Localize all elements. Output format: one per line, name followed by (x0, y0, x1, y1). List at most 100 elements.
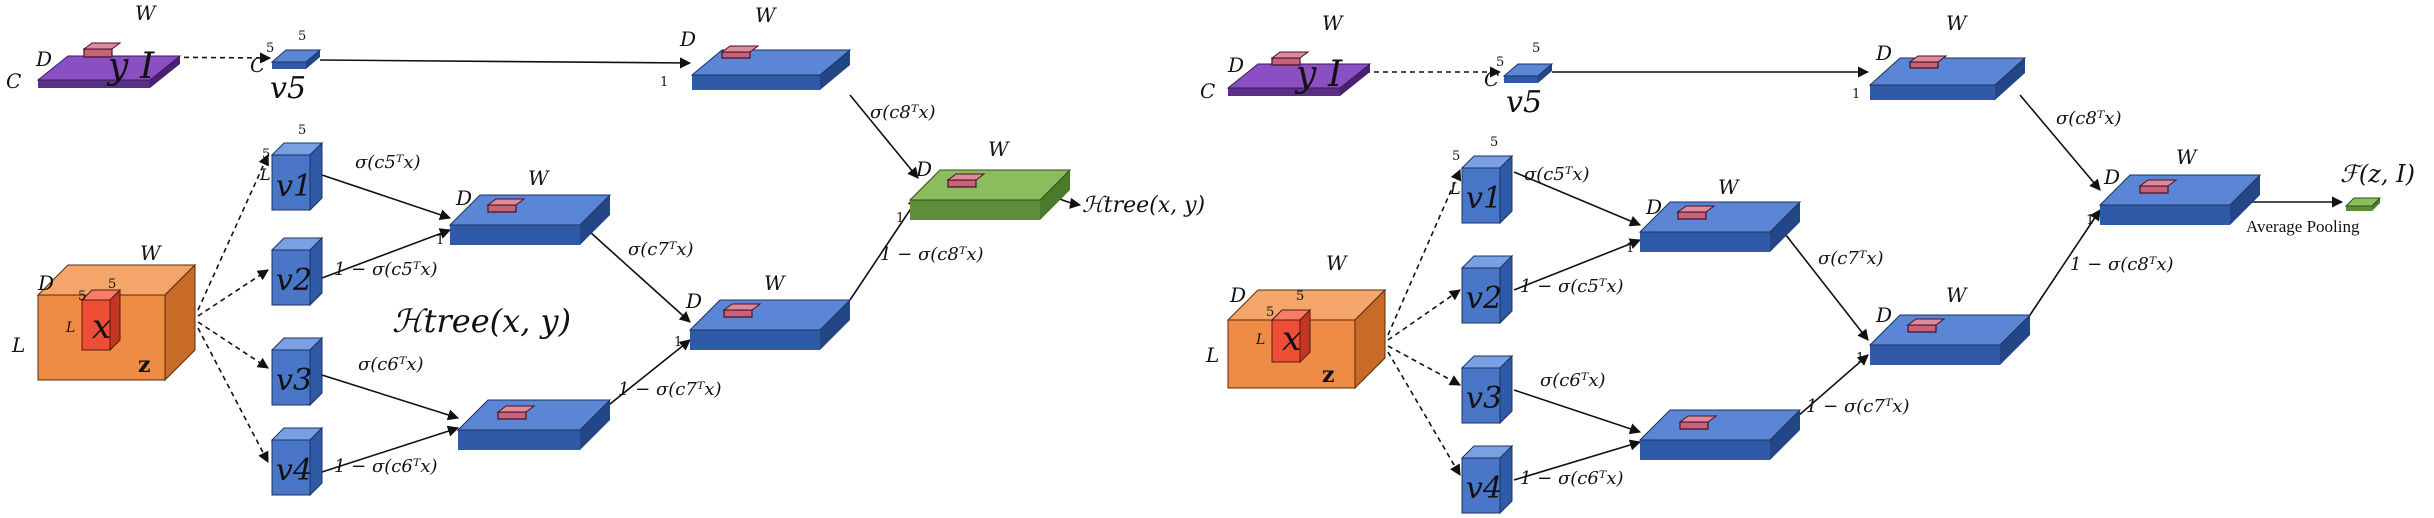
label-W-midr: W (1718, 175, 1740, 199)
cube-v3-right (1460, 354, 1514, 425)
edge-label-1m-c7-r: 1 − σ(c7ᵀx) (1806, 396, 1910, 417)
label-I-r: I (1327, 54, 1343, 95)
slab-green-output (908, 169, 1072, 220)
label-L-cube: L (11, 333, 25, 357)
label-v5: v5 (270, 71, 306, 106)
label-L-xr: L (1255, 332, 1265, 348)
label-L-v1r: L (1449, 179, 1461, 198)
slab-top-right-panel (1868, 55, 2027, 100)
output-label-f-zi: ℱ(z, I) (2340, 160, 2415, 188)
label-v4-r: v4 (1466, 471, 1502, 506)
label-D-yslab: D (35, 47, 52, 71)
label-1-toprp: 1 (1852, 87, 1860, 102)
cube-v4-right (1460, 444, 1514, 515)
cube-v4 (270, 426, 324, 497)
edge-label-sig-c8-r: σ(c8ᵀx) (2056, 108, 2122, 129)
slab-right-middle (688, 299, 852, 350)
label-W-yslab: W (135, 1, 157, 25)
label-W-cube: W (140, 241, 162, 265)
label-average-pooling: Average Pooling (2246, 217, 2360, 236)
v5-slab-right (1502, 63, 1554, 83)
slab-mid-lower-right (1638, 409, 1802, 460)
label-L-v1: L (259, 165, 271, 184)
label-5-v5r-a: 5 (1496, 55, 1504, 70)
label-W-yslab-r: W (1322, 11, 1344, 35)
label-I: I (139, 46, 155, 87)
label-5-v1r-a: 5 (1452, 149, 1460, 164)
label-v5-r: v5 (1506, 85, 1542, 120)
slab-right-middle-right (1868, 314, 2032, 365)
label-v3-r: v3 (1466, 381, 1502, 416)
input-cube-z (36, 263, 197, 382)
edge-label-1m-c8-r: 1 − σ(c8ᵀx) (2070, 254, 2174, 275)
slab-mid-lower (456, 399, 612, 450)
label-v2: v2 (276, 263, 312, 298)
label-v1: v1 (276, 169, 312, 204)
edge-label-1m-c5-r: 1 − σ(c5ᵀx) (1520, 276, 1624, 297)
label-5-v1r-b: 5 (1490, 135, 1498, 150)
label-D-rmr: D (1875, 303, 1892, 327)
edge-label-1m-c6: 1 − σ(c6ᵀx) (334, 456, 438, 477)
label-5-xr-b: 5 (1296, 289, 1304, 304)
label-W-cube-r: W (1326, 251, 1348, 275)
label-W-final: W (2176, 145, 2198, 169)
label-1-final: 1 (2086, 213, 2094, 228)
label-W-rmr: W (1946, 283, 1968, 307)
label-1-mid: 1 (436, 233, 444, 248)
label-1-midr: 1 (1626, 241, 1634, 256)
label-5-v1a: 5 (262, 147, 270, 162)
label-x-r: x (1282, 319, 1301, 359)
label-z-r: z (1322, 362, 1335, 388)
output-label-h-tree: ℋtree(x, y) (1082, 193, 1205, 218)
label-v1-r: v1 (1466, 181, 1502, 216)
slab-top-left-panel (690, 45, 852, 90)
label-D-cube: D (37, 271, 54, 295)
label-5-v5a: 5 (266, 41, 274, 56)
cube-v1 (270, 141, 324, 212)
edge-label-1m-c7: 1 − σ(c7ᵀx) (618, 379, 722, 400)
edge-label-sig-c7-r: σ(c7ᵀx) (1818, 248, 1884, 269)
edge-label-sig-c5-r: σ(c5ᵀx) (1524, 164, 1590, 185)
label-W-mid: W (528, 166, 550, 190)
slab-final-right (2098, 174, 2262, 225)
center-label-h-tree: ℋtree(x, y) (392, 302, 571, 340)
edge-label-sig-c5: σ(c5ᵀx) (355, 152, 421, 173)
label-L-x: L (65, 320, 75, 336)
edge-label-sig-c6: σ(c6ᵀx) (358, 354, 424, 375)
label-1-rmr: 1 (1856, 351, 1864, 366)
label-D-final: D (2103, 165, 2120, 189)
label-D-midr: D (1645, 195, 1662, 219)
cube-v2 (270, 236, 324, 307)
label-D-green: D (915, 157, 932, 181)
label-1-rm: 1 (674, 335, 682, 350)
input-y-slab (36, 42, 182, 88)
label-L-cube-r: L (1205, 343, 1219, 367)
label-y-r: y (1294, 54, 1317, 95)
label-W-toprp: W (1946, 11, 1968, 35)
cube-v3 (270, 336, 324, 407)
input-y-slab-right (1226, 51, 1372, 96)
label-5-xr-a: 5 (1266, 305, 1274, 320)
label-C-v5r: C (1484, 67, 1499, 91)
input-cube-z-right (1226, 288, 1387, 390)
label-D-mid: D (455, 186, 472, 210)
label-W-rm: W (764, 271, 786, 295)
label-1-slabtop: 1 (660, 75, 668, 90)
label-1-green: 1 (896, 211, 904, 226)
label-5-v1b: 5 (298, 123, 306, 138)
label-D-rm: D (685, 289, 702, 313)
slab-mid-upper-right (1638, 201, 1802, 252)
left-panel: W D C y I 5 5 C v5 W D 1 v1 (6, 1, 1205, 497)
edge-label-1m-c5: 1 − σ(c5ᵀx) (334, 259, 438, 280)
label-C-yslab-r: C (1200, 79, 1215, 103)
slab-mid-upper (448, 194, 612, 245)
label-D-cube-r: D (1229, 283, 1246, 307)
label-5-v5b: 5 (298, 29, 306, 44)
edge-label-1m-c8: 1 − σ(c8ᵀx) (880, 244, 984, 265)
label-y: y (106, 46, 129, 87)
label-D-yslab-r: D (1227, 53, 1244, 77)
edge-label-sig-c6-r: σ(c6ᵀx) (1540, 370, 1606, 391)
pooled-output (2344, 197, 2382, 211)
